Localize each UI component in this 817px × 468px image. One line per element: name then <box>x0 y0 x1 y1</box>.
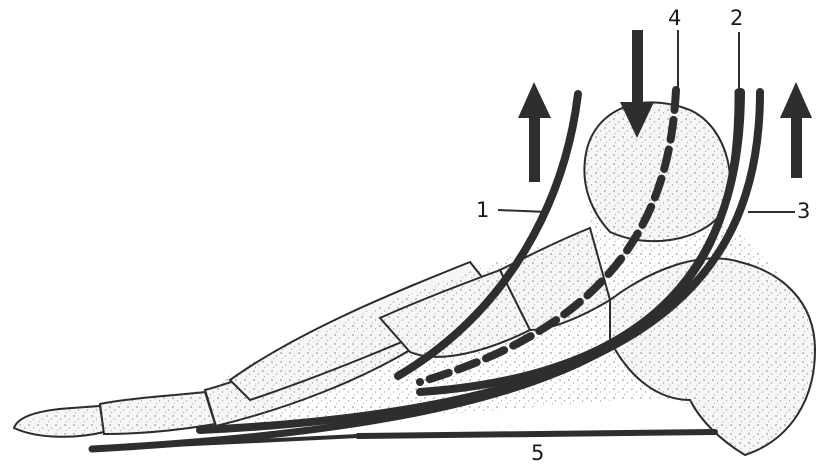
label-1: 1 <box>476 200 489 221</box>
label-5: 5 <box>531 443 544 464</box>
label-3: 3 <box>797 201 810 222</box>
leader-1 <box>498 210 548 212</box>
label-2: 2 <box>730 8 743 29</box>
band-5 <box>358 432 715 436</box>
arrow-up-right-icon <box>780 82 812 178</box>
arrow-up-left-icon <box>518 82 551 182</box>
label-4: 4 <box>668 8 681 29</box>
